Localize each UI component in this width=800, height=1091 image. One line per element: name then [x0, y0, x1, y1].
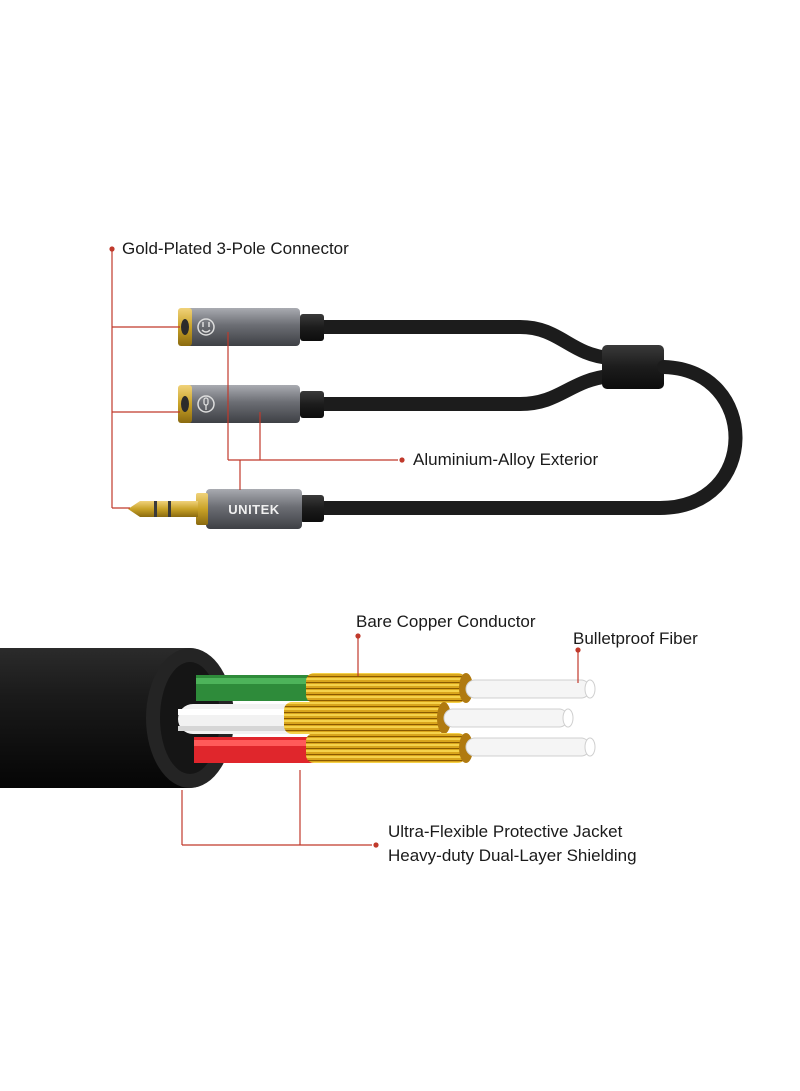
aluminium-leader: [227, 332, 398, 490]
bulletproof-dot: [575, 647, 581, 653]
gold-plated-leader: [111, 249, 180, 509]
junction-sleeve: [602, 345, 664, 389]
green-wire: [196, 675, 316, 701]
jacket-dot: [373, 842, 379, 848]
upper-branch-cable: [313, 320, 617, 365]
upper-female-jack: [178, 308, 324, 346]
bare-copper-dot: [355, 633, 361, 639]
jacket-leader: [181, 770, 372, 846]
aluminium-dot: [399, 457, 405, 463]
male-plug: UNITEK: [128, 489, 324, 529]
main-cable: [313, 360, 743, 515]
label-jacket: Ultra-Flexible Protective Jacket: [388, 822, 623, 841]
brand-logo: UNITEK: [228, 502, 280, 517]
splitter-cable: UNITEK Gold-Plated 3-Pole Connector Alum…: [109, 239, 743, 529]
gold-plated-dot: [109, 246, 115, 252]
headphone-icon: [197, 318, 215, 336]
copper-strands: [284, 673, 473, 763]
label-shielding: Heavy-duty Dual-Layer Shielding: [388, 846, 637, 865]
label-gold-plated: Gold-Plated 3-Pole Connector: [122, 239, 349, 258]
label-aluminium: Aluminium-Alloy Exterior: [413, 450, 598, 469]
label-bare-copper: Bare Copper Conductor: [356, 612, 536, 631]
cable-cross-section: Bare Copper Conductor Bulletproof Fiber …: [0, 612, 698, 865]
label-bulletproof: Bulletproof Fiber: [573, 629, 698, 648]
microphone-icon: [197, 395, 215, 413]
lower-female-jack: [178, 385, 324, 423]
bulletproof-fibers: [443, 679, 596, 757]
lower-branch-cable: [313, 369, 617, 411]
red-wire: [194, 737, 314, 763]
white-wire: [178, 704, 308, 734]
